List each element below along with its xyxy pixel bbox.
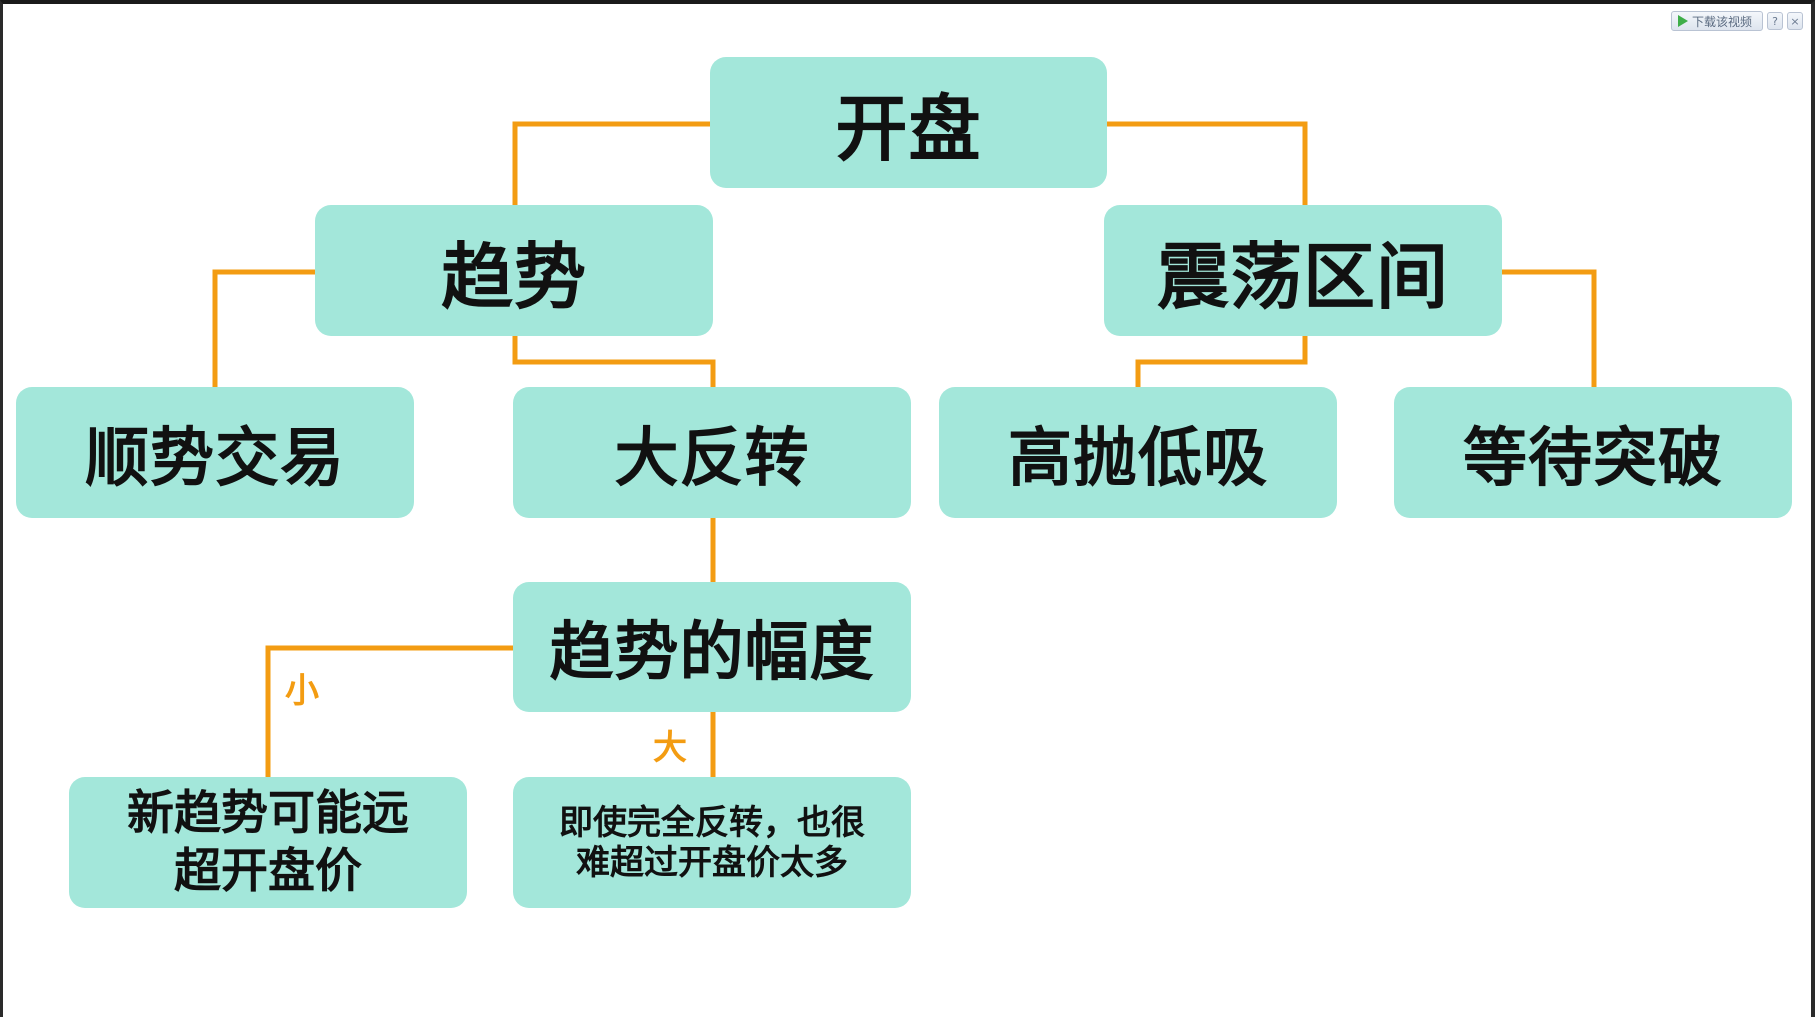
edge-root-range <box>1104 121 1308 212</box>
edge-root-trend <box>512 121 716 212</box>
node-big-result-line1: 即使完全反转，也很 <box>559 802 865 843</box>
node-range-label: 震荡区间 <box>1156 235 1449 319</box>
node-range: 震荡区间 <box>1104 205 1502 336</box>
node-trend-magnitude-label: 趋势的幅度 <box>549 616 875 690</box>
edge-magnitude-small <box>265 645 518 783</box>
play-icon <box>1677 15 1688 27</box>
edge-range-wait <box>1499 269 1597 393</box>
edge-range-sellhigh <box>1135 333 1308 393</box>
node-opening: 开盘 <box>710 57 1107 188</box>
node-trend-label: 趋势 <box>440 235 587 319</box>
node-opening-label: 开盘 <box>835 87 982 171</box>
node-big-result: 即使完全反转，也很 难超过开盘价太多 <box>513 777 911 908</box>
node-big-result-line2: 难超过开盘价太多 <box>576 842 848 883</box>
help-button[interactable]: ? <box>1767 12 1783 30</box>
edge-label-small: 小 <box>285 671 319 711</box>
node-trend: 趋势 <box>315 205 713 336</box>
edge-trend-follow <box>212 269 321 393</box>
node-big-reversal-label: 大反转 <box>614 421 810 496</box>
node-wait-breakout: 等待突破 <box>1394 387 1792 518</box>
node-follow-trend: 顺势交易 <box>16 387 414 518</box>
download-video-label: 下载该视频 <box>1691 14 1752 29</box>
close-button[interactable]: × <box>1787 12 1803 30</box>
edge-trend-reversal <box>512 333 716 393</box>
edge-label-big: 大 <box>653 728 687 768</box>
node-follow-trend-label: 顺势交易 <box>85 421 345 496</box>
node-small-result: 新趋势可能远 超开盘价 <box>69 777 467 908</box>
node-small-result-line1: 新趋势可能远 <box>127 785 409 841</box>
download-video-button[interactable]: 下载该视频 <box>1670 11 1763 31</box>
node-wait-breakout-label: 等待突破 <box>1463 421 1723 496</box>
video-toolbar: 下载该视频 ? × <box>1670 10 1803 32</box>
node-sell-high-buy-low-label: 高抛低吸 <box>1008 421 1268 496</box>
node-trend-magnitude: 趋势的幅度 <box>513 582 911 712</box>
node-sell-high-buy-low: 高抛低吸 <box>939 387 1337 518</box>
node-small-result-line2: 超开盘价 <box>174 843 362 899</box>
node-big-reversal: 大反转 <box>513 387 911 518</box>
